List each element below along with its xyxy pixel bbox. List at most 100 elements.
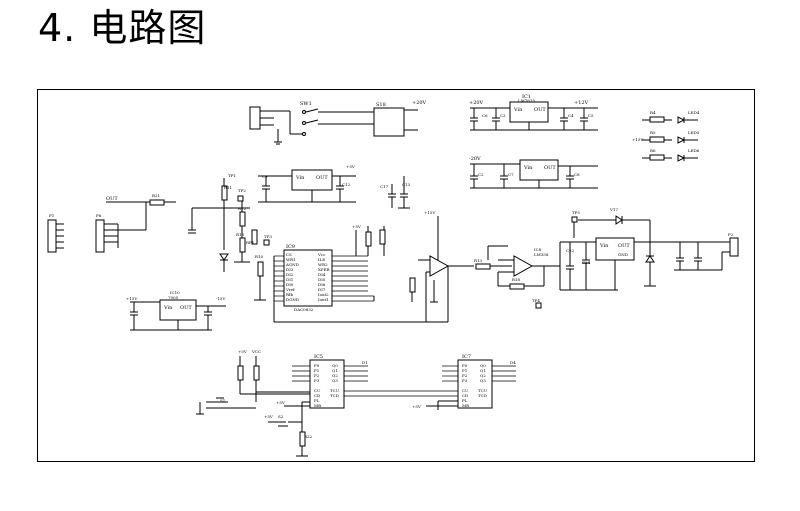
p5-label-mr: +5V xyxy=(276,400,285,405)
v12-label: +12V xyxy=(574,100,589,106)
pin-di6: DI6 xyxy=(318,282,326,287)
led-indicators: R4 LED4 R5 +15V LED5 R6 LED6 xyxy=(632,110,700,162)
ic5-p3: P3 xyxy=(314,378,320,383)
ic1-part: LM7815 xyxy=(518,98,535,103)
r18-label: R18 xyxy=(512,277,521,282)
pin-cs: CS xyxy=(286,252,292,257)
out-label-3: OUT xyxy=(316,175,328,181)
pin-vref: Vref xyxy=(285,287,295,292)
ic7-p0: P0 xyxy=(462,363,468,368)
p15-label: +15V xyxy=(632,137,643,142)
comparator-section: IC8 LM358 R18 TP4 xyxy=(487,245,560,309)
ic5-cu: CU xyxy=(314,388,321,393)
pin-wr2: WR2 xyxy=(318,262,328,267)
tp2-label: TP2 xyxy=(238,188,246,193)
ic5-tcd: TCD xyxy=(330,393,339,398)
r5-label: R5 xyxy=(650,130,656,135)
dac-section: TP1 R11 R12 R13 RP1 TP2 TP3 R10 IC9 DAC0… xyxy=(188,164,448,323)
v20-label: +20V xyxy=(412,100,427,106)
ic5-mr: MR xyxy=(314,403,322,408)
pin-di7: DI7 xyxy=(318,287,326,292)
ic5-q2: Q2 xyxy=(332,373,338,378)
tp1-label: TP1 xyxy=(228,173,236,178)
r10-label: R10 xyxy=(255,254,264,259)
tp3-label: TP3 xyxy=(264,234,272,239)
c5-label: C5 xyxy=(588,113,594,118)
ic9-label: IC9 xyxy=(286,244,295,250)
ic5-p1: P1 xyxy=(314,368,319,373)
r13b-label: R13 xyxy=(474,258,483,263)
c6-label: C6 xyxy=(482,113,488,118)
vin-label-4: Vin xyxy=(599,243,609,249)
ic7-tcu: TCU xyxy=(478,388,488,393)
p5-label-mr2: +5V xyxy=(412,404,421,409)
page-title: 4. 电路图 xyxy=(38,6,207,50)
output-section: TP5 Vin OUT GND C22 C24 V17 xyxy=(559,207,739,291)
counter-section: +5V VCC S1 IC5 P0 P1 P2 P3 Q0 Q1 Q2 Q3 C… xyxy=(196,349,516,457)
p6-label: P6 xyxy=(96,213,102,218)
vcc-label-2: VCC xyxy=(251,349,261,354)
ic5-q0: Q0 xyxy=(332,363,338,368)
vin-label: Vin xyxy=(513,107,523,113)
ic2v-label: -20V xyxy=(469,156,481,162)
circuit-diagram-frame: SW1 S18 +20V +20V C6 C3 Vin OUT IC1 LM7 xyxy=(37,89,755,462)
ic7-p2: P2 xyxy=(462,373,468,378)
c3-label: C3 xyxy=(500,113,506,118)
ic5-p0: P0 xyxy=(314,363,320,368)
tp5-label: TP5 xyxy=(572,210,580,215)
c4-label: C4 xyxy=(568,113,574,118)
pin-di5: DI5 xyxy=(318,277,326,282)
p1-label: P1 xyxy=(49,213,54,218)
led4-label: LED4 xyxy=(688,110,700,115)
rp1-label: RP1 xyxy=(246,240,254,245)
lm358-label: LM358 xyxy=(534,252,549,257)
pin-vcc: Vcc xyxy=(317,252,326,257)
ic7-cu: CU xyxy=(462,388,469,393)
negative-regulator: IC10 7905 Vin OUT +15V -15V xyxy=(126,290,226,331)
pin-iout1: Iout1 xyxy=(318,297,329,302)
left-connectors: P1 P6 OUT R21 xyxy=(47,193,176,253)
ic7-q3: Q3 xyxy=(480,378,486,383)
c8-label: C8 xyxy=(574,172,580,177)
led6-label: LED6 xyxy=(688,148,700,153)
p5-label-dac: +5V xyxy=(352,224,361,229)
ic5-cd: CD xyxy=(314,393,320,398)
ic10-label: IC10 xyxy=(170,290,180,295)
p5-label-reg: +5V xyxy=(346,164,355,169)
gnd-label: GND xyxy=(618,252,628,257)
ic5-p2: P2 xyxy=(314,373,320,378)
out-label-4: OUT xyxy=(618,243,630,249)
p15-label-opamp: +15V xyxy=(424,210,435,215)
regulator-section: +20V C6 C3 Vin OUT IC1 LM7815 +12V C4 C5… xyxy=(469,94,598,189)
pin-ilf: ILE xyxy=(318,257,325,262)
power-input-section: SW1 S18 +20V xyxy=(249,100,427,145)
pin-di2: DI2 xyxy=(286,272,294,277)
pin-di0: DI0 xyxy=(286,282,294,287)
ic5-pl: PL xyxy=(314,398,320,403)
led5-label: LED5 xyxy=(688,130,700,135)
c2-label: C2 xyxy=(478,172,484,177)
ic5-tcu: TCU xyxy=(330,388,340,393)
ic7-p3: P3 xyxy=(462,378,468,383)
ic7-label: IC7 xyxy=(462,354,471,360)
pin-di3: DI3 xyxy=(286,267,294,272)
vin-label-2: Vin xyxy=(523,165,533,171)
d4-label: D4 xyxy=(510,360,516,365)
dac-part-label: DAC0832 xyxy=(294,307,314,312)
ic7-q1: Q1 xyxy=(480,368,486,373)
pin-agnd: AGND xyxy=(285,262,299,267)
d1-label: D1 xyxy=(362,360,368,365)
p5-label-s2: +5V xyxy=(264,414,273,419)
vcc-label: +5V xyxy=(238,349,247,354)
pin-wr1: WR1 xyxy=(286,257,296,262)
out-net-label: OUT xyxy=(106,196,118,202)
m15-label: -15V xyxy=(216,296,225,301)
r22-label: R22 xyxy=(304,434,313,439)
ic7-cd: CD xyxy=(462,393,468,398)
r11-label: R11 xyxy=(224,185,232,190)
s2-label: S2 xyxy=(278,414,284,419)
7905-label: 7905 xyxy=(168,295,179,300)
pin-di1: DI1 xyxy=(286,277,293,282)
ic8-label: IC8 xyxy=(534,247,542,252)
ic7-pl: PL xyxy=(462,398,468,403)
